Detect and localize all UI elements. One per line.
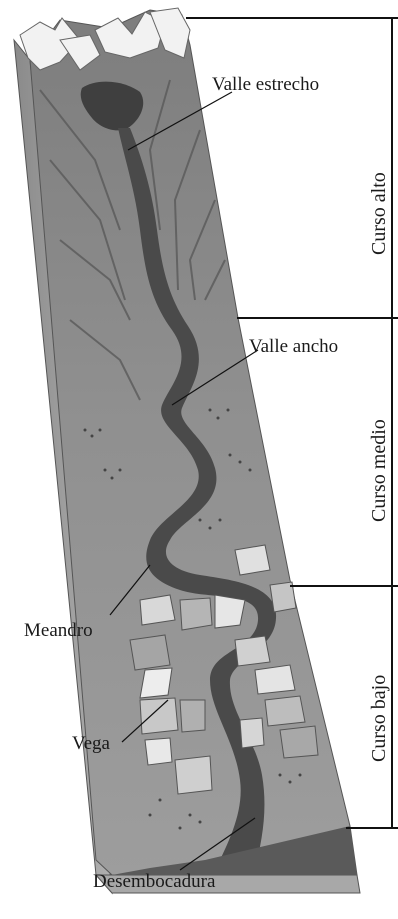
label-valle-estrecho: Valle estrecho: [212, 74, 319, 95]
section-curso-medio: Curso medio: [368, 419, 390, 522]
section-curso-bajo: Curso bajo: [368, 675, 390, 762]
label-valle-ancho: Valle ancho: [249, 336, 338, 357]
label-vega: Vega: [72, 733, 111, 754]
section-curso-alto: Curso alto: [368, 172, 390, 255]
label-desembocadura: Desembocadura: [93, 871, 216, 892]
label-meandro: Meandro: [24, 620, 93, 641]
